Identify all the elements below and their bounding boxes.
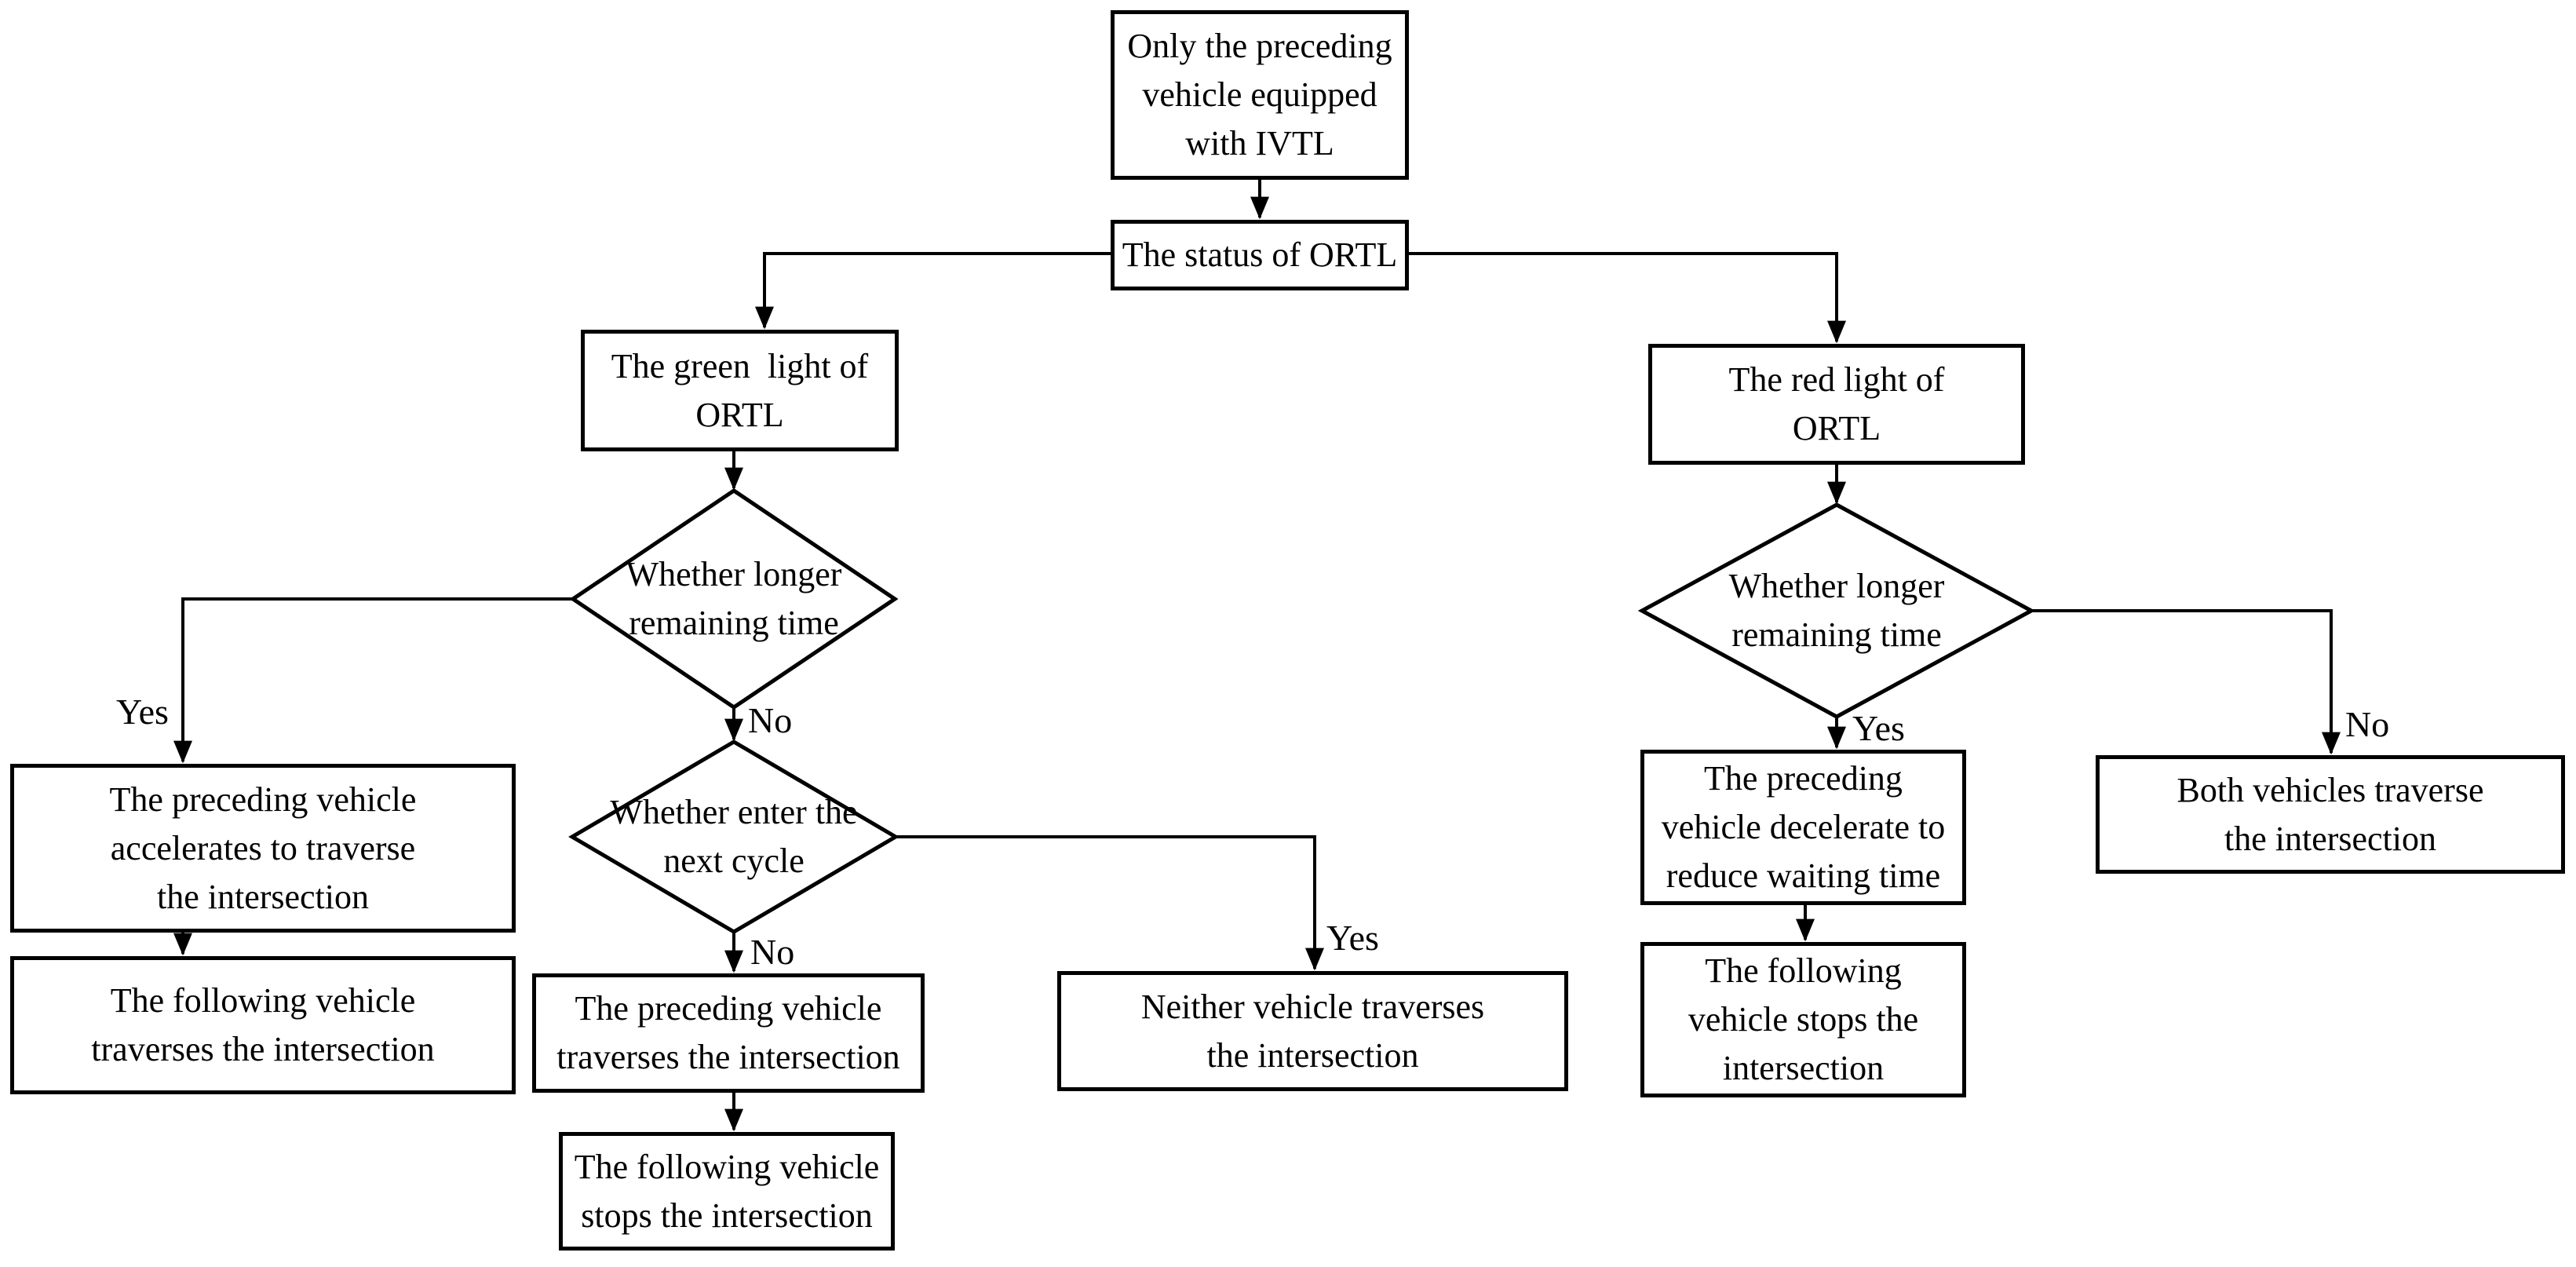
decision-enter-next-cycle-shape bbox=[568, 739, 899, 934]
edge-d3-no-to-both bbox=[2031, 609, 2341, 755]
node-following-stops-intersection-right: The following vehicle stops the intersec… bbox=[1640, 942, 1966, 1097]
decision-longer-remaining-right-shape bbox=[1637, 502, 2036, 719]
decision-enter-next-cycle-text: Whether enter the next cycle bbox=[610, 793, 858, 880]
edge-label-no-right-diamond: No bbox=[2345, 704, 2390, 744]
edge-status-to-red bbox=[1409, 252, 1846, 344]
node-only-preceding-equipped-ivtl: Only the preceding vehicle equipped with… bbox=[1111, 10, 1409, 180]
node-both-vehicles-traverse: Both vehicles traverse the intersection bbox=[2096, 755, 2565, 874]
node-following-traverses-intersection: The following vehicle traverses the inte… bbox=[10, 956, 516, 1094]
node-status-of-ortl: The status of ORTL bbox=[1111, 220, 1409, 290]
edge-d2-yes-to-neither bbox=[896, 835, 1324, 971]
node-neither-vehicle-traverses: Neither vehicle traverses the intersecti… bbox=[1057, 971, 1568, 1091]
decision-longer-remaining-right-text: Whether longer remaining time bbox=[1728, 567, 1945, 654]
edge-label-yes-right-diamond: Yes bbox=[1852, 708, 1905, 748]
node-red-light-of-ortl: The red light of ORTL bbox=[1648, 344, 2025, 465]
edge-label-no-left-diamond: No bbox=[748, 700, 793, 740]
edge-label-no-next-cycle: No bbox=[750, 932, 795, 972]
node-preceding-traverses-intersection: The preceding vehicle traverses the inte… bbox=[532, 973, 925, 1093]
node-preceding-accelerates-traverse: The preceding vehicle accelerates to tra… bbox=[10, 764, 516, 933]
edge-status-to-green bbox=[755, 252, 1111, 330]
node-green-light-of-ortl: The green light of ORTL bbox=[581, 330, 899, 451]
decision-longer-remaining-left-shape bbox=[569, 487, 899, 710]
edge-label-yes-next-cycle: Yes bbox=[1326, 918, 1379, 958]
decision-longer-remaining-left-text: Whether longer remaining time bbox=[626, 555, 842, 642]
node-following-stops-intersection-mid: The following vehicle stops the intersec… bbox=[559, 1132, 895, 1251]
node-preceding-decelerate-reduce-waiting: The preceding vehicle decelerate to redu… bbox=[1640, 750, 1966, 905]
edge-d1-yes-to-accelerate bbox=[173, 597, 573, 764]
edge-label-yes-left: Yes bbox=[116, 692, 169, 732]
